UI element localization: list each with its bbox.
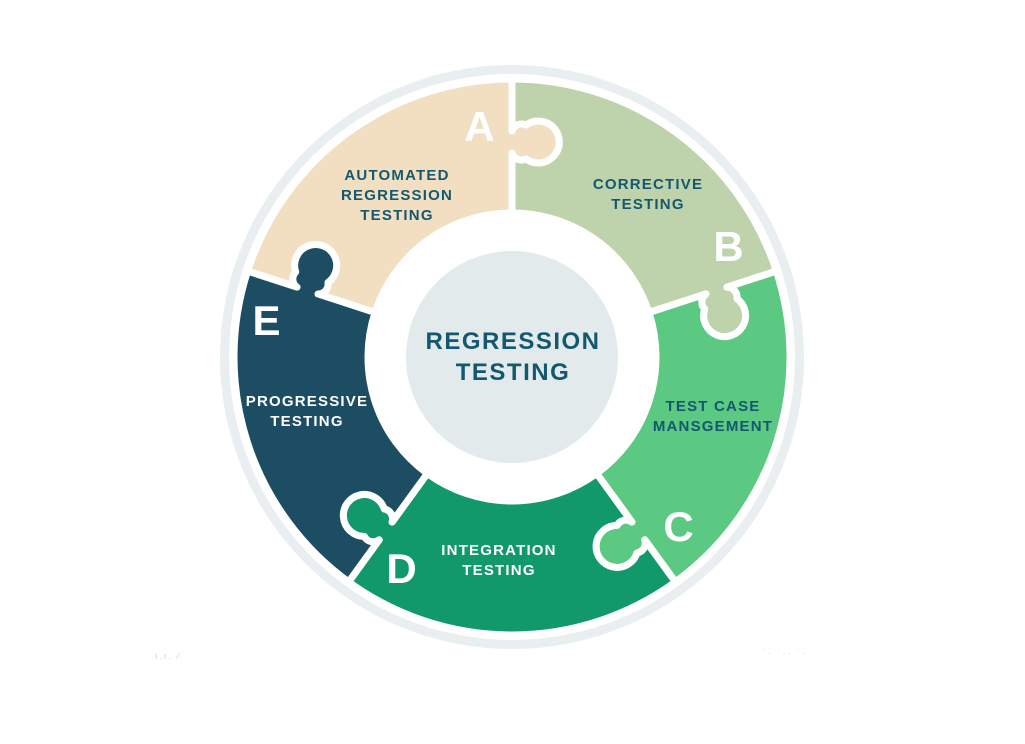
watermark-left-marks: ı.ı. ⁄ bbox=[155, 651, 182, 661]
watermark-right-marks: ˙· ˙·· ˙· bbox=[763, 648, 807, 658]
segment-d-label: INTEGRATION TESTING bbox=[441, 542, 557, 579]
segment-b-letter: B bbox=[713, 223, 745, 270]
segment-a-label: AUTOMATED REGRESSION TESTING bbox=[340, 167, 454, 224]
segment-c-letter: C bbox=[663, 503, 695, 550]
segment-c-label: TEST CASE MANSGEMENT bbox=[652, 398, 774, 435]
segment-e-letter: E bbox=[252, 297, 282, 344]
segment-d-letter: D bbox=[386, 545, 418, 592]
segment-e-piece bbox=[230, 241, 431, 586]
segment-a-letter: A bbox=[464, 103, 496, 150]
segment-e-label: PROGRESSIVE TESTING bbox=[245, 393, 369, 430]
center-disc bbox=[406, 251, 618, 463]
segment-b-label: CORRECTIVE TESTING bbox=[592, 176, 704, 213]
center-title: REGRESSION TESTING bbox=[425, 328, 601, 386]
